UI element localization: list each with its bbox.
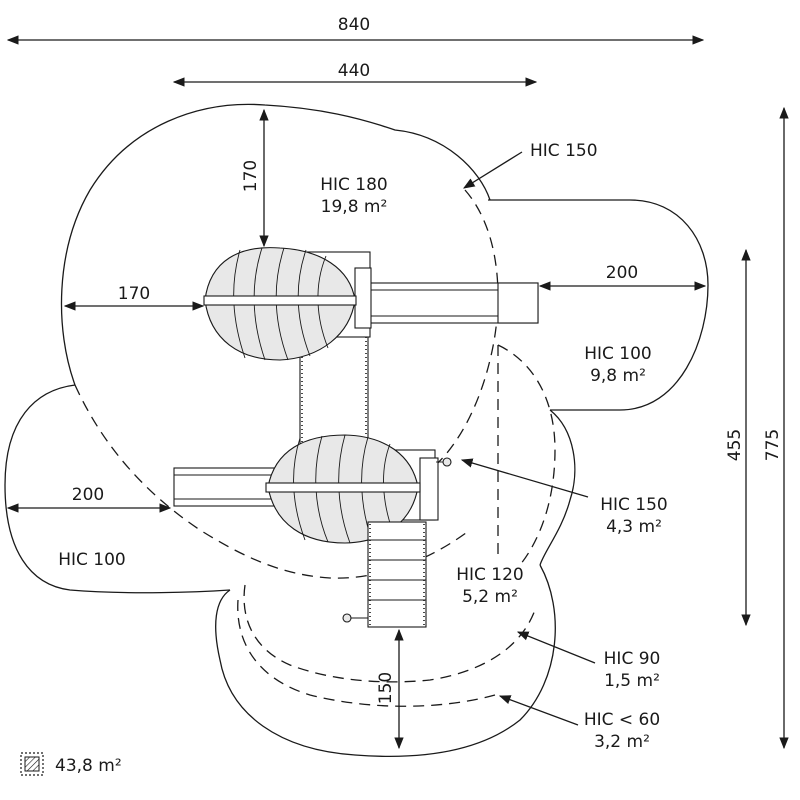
slide-top-exit — [497, 282, 539, 324]
label-total-depth: 775 — [763, 429, 783, 461]
dashed-zones — [74, 189, 556, 707]
label-hic150-right-area: 4,3 m² — [606, 517, 662, 537]
label-top-clearance: 170 — [241, 160, 261, 192]
label-total-area: 43,8 m² — [55, 756, 122, 776]
zone-bottom-outline — [215, 564, 556, 757]
label-hic150-top: HIC 150 — [530, 141, 598, 161]
label-total-width: 840 — [338, 15, 370, 35]
zone-hic150-right-outline — [539, 409, 576, 566]
label-hic180-name: HIC 180 — [320, 175, 388, 195]
label-hic90-name: HIC 90 — [604, 649, 661, 669]
label-hic100-right-name: HIC 100 — [584, 344, 652, 364]
label-hic100-left-name: HIC 100 — [58, 550, 126, 570]
legend: 43,8 m² — [20, 752, 122, 776]
label-hic60-name: HIC < 60 — [584, 710, 660, 730]
label-structure-width: 440 — [338, 61, 370, 81]
handle-bottom — [342, 613, 352, 623]
label-hic90-area: 1,5 m² — [604, 671, 660, 691]
label-hic100-right-area: 9,8 m² — [590, 366, 646, 386]
label-hic60-area: 3,2 m² — [594, 732, 650, 752]
label-structure-depth: 455 — [725, 429, 745, 461]
label-right-slide: 200 — [606, 263, 638, 283]
label-left-slide: 200 — [72, 485, 104, 505]
play-structure — [173, 247, 539, 628]
zone-hic180-outline — [60, 103, 491, 386]
zone-hic100-right-outline — [488, 199, 709, 411]
label-hic120-area: 5,2 m² — [462, 587, 518, 607]
dimension-lines — [6, 35, 789, 750]
handle-right — [442, 457, 452, 467]
label-hic180-area: 19,8 m² — [321, 197, 388, 217]
stairs — [367, 521, 427, 628]
hatched-square-icon — [20, 752, 44, 776]
label-left-clearance: 170 — [118, 284, 150, 304]
safety-zone-outline — [4, 103, 709, 757]
label-hic120-name: HIC 120 — [456, 565, 524, 585]
leader-lines — [460, 151, 596, 726]
label-bottom-clearance: 150 — [376, 672, 396, 704]
zone-hic100-left-outline — [4, 384, 231, 594]
roof-top — [203, 247, 357, 361]
label-hic150-right-name: HIC 150 — [600, 495, 668, 515]
